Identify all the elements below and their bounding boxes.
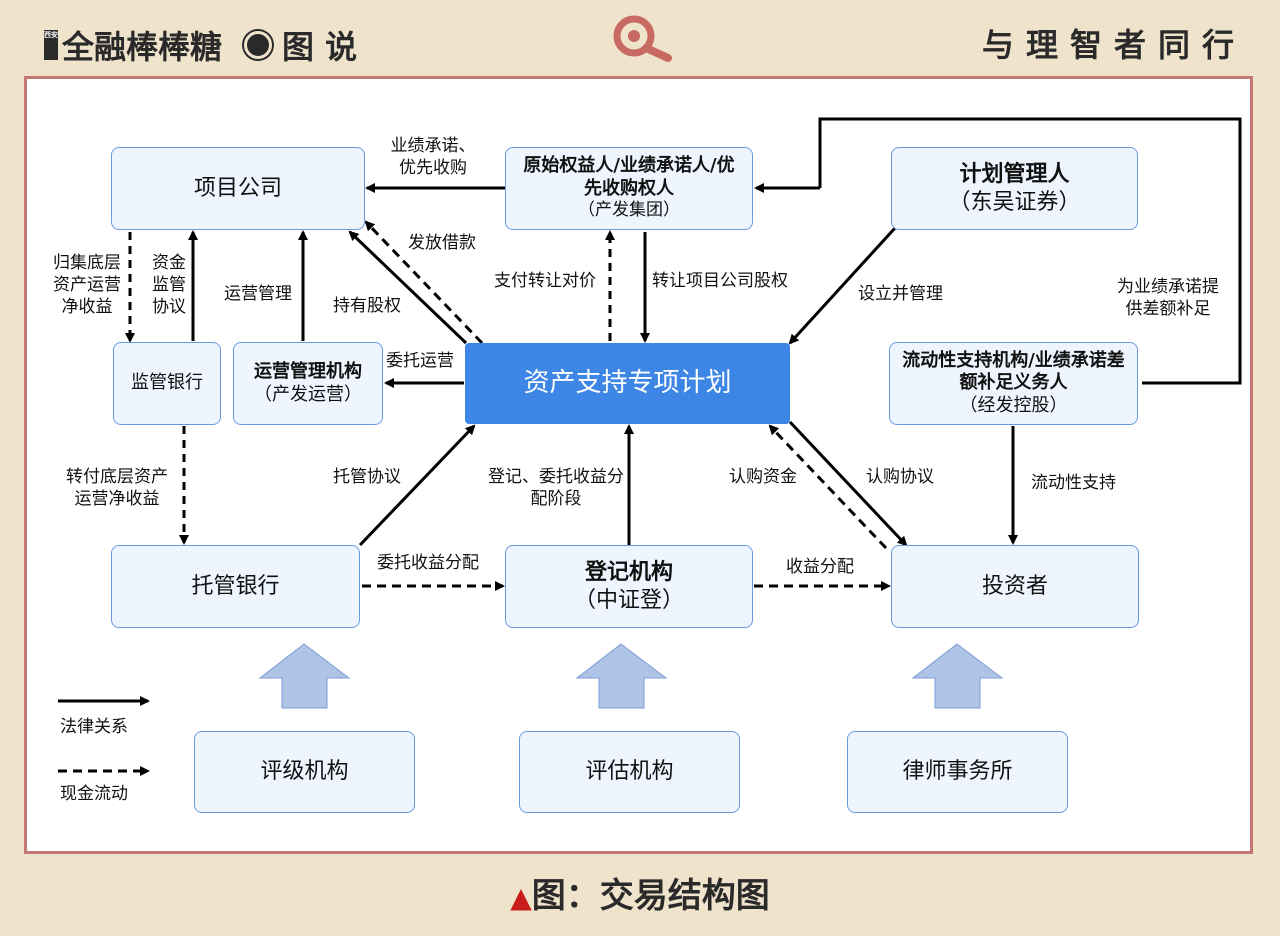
legend-cash-label: 现金流动 xyxy=(60,784,128,804)
support-arrow-valuation xyxy=(575,643,668,709)
caption-text: 图：交易结构图 xyxy=(531,876,770,916)
tagline: 与理智者同行 xyxy=(981,26,1246,64)
label-income-distribution: 收益分配 xyxy=(786,557,854,577)
label-collect-net-income: 归集底层资产运营净收益 xyxy=(53,253,121,318)
brand-mark: 西安 xyxy=(44,30,58,60)
label-subscription-agreement: 认购协议 xyxy=(866,467,934,487)
edge-plan-investors-agreement xyxy=(788,420,908,547)
node-title: 资产支持专项计划 xyxy=(523,368,732,399)
node-custodian-bank: 托管银行 xyxy=(111,545,360,628)
label-entrust-ops: 委托运营 xyxy=(386,351,454,371)
label-transfer-net-income: 转付底层资产运营净收益 xyxy=(66,467,168,510)
edge-plan-project-loan xyxy=(364,220,484,345)
node-subtitle: （东吴证券） xyxy=(948,189,1081,215)
node-title: 原始权益人/业绩承诺人/优先收购权人 xyxy=(523,155,735,199)
section-title: 图 说 xyxy=(282,28,358,66)
node-title: 托管银行 xyxy=(191,573,280,599)
brand-logo: 西安 全融棒棒糖 图 说 xyxy=(44,22,357,68)
node-originator: 原始权益人/业绩承诺人/优先收购权人 （产发集团） xyxy=(505,147,753,230)
edge-manager-plan xyxy=(788,226,897,345)
edge-manager-originator xyxy=(818,117,1242,385)
node-subtitle: （产发运营） xyxy=(254,383,362,405)
support-arrow-rating xyxy=(258,643,351,709)
label-custody-agreement: 托管协议 xyxy=(333,467,401,487)
node-title: 律师事务所 xyxy=(902,759,1013,785)
brand-name: 全融棒棒糖 xyxy=(62,28,223,66)
node-title: 评级机构 xyxy=(260,759,349,785)
label-issue-loan: 发放借款 xyxy=(408,233,476,253)
label-establish-manage: 设立并管理 xyxy=(858,284,943,304)
node-liquidity-support: 流动性支持机构/业绩承诺差额补足义务人 （经发控股） xyxy=(889,342,1138,425)
label-hold-equity: 持有股权 xyxy=(333,296,401,316)
node-supervisory-bank: 监管银行 xyxy=(113,342,221,425)
node-subtitle: （经发控股） xyxy=(959,394,1068,416)
label-registry-entrust: 登记、委托收益分配阶段 xyxy=(488,467,624,510)
legend-legal-label: 法律关系 xyxy=(60,717,128,737)
node-title: 计划管理人 xyxy=(959,162,1070,187)
label-fund-supervision: 资金监管协议 xyxy=(152,253,186,318)
node-rating-agency: 评级机构 xyxy=(194,731,415,813)
node-registry: 登记机构 （中证登） xyxy=(505,545,753,628)
edge-investors-plan-funds xyxy=(768,424,888,550)
label-transfer-equity: 转让项目公司股权 xyxy=(652,271,788,291)
node-title: 监管银行 xyxy=(131,372,203,394)
label-operation-mgmt: 运营管理 xyxy=(224,284,292,304)
node-title: 投资者 xyxy=(981,573,1048,599)
node-law-firm: 律师事务所 xyxy=(847,731,1068,813)
magnifier-icon xyxy=(613,15,672,62)
label-performance-commitment: 业绩承诺、优先收购 xyxy=(390,136,476,179)
edge-plan-project-equity xyxy=(348,230,468,345)
triangle-marker-icon: ▲ xyxy=(510,881,532,914)
label-diff-support: 为业绩承诺提供差额补足 xyxy=(1117,277,1219,320)
node-title: 评估机构 xyxy=(585,759,674,785)
label-subscription-funds: 认购资金 xyxy=(729,467,797,487)
node-title: 流动性支持机构/业绩承诺差额补足义务人 xyxy=(902,349,1125,394)
label-pay-transfer: 支付转让对价 xyxy=(494,271,596,291)
label-entrust-distribution: 委托收益分配 xyxy=(377,553,479,573)
node-investors: 投资者 xyxy=(891,545,1139,628)
node-operator: 运营管理机构 （产发运营） xyxy=(233,342,383,425)
figure-caption: ▲图：交易结构图 xyxy=(0,868,1280,917)
node-project-company: 项目公司 xyxy=(111,147,365,230)
node-valuation-agency: 评估机构 xyxy=(519,731,740,813)
support-arrow-law xyxy=(911,643,1004,709)
node-title: 项目公司 xyxy=(193,175,282,201)
label-liquidity: 流动性支持 xyxy=(1031,473,1116,493)
node-title: 运营管理机构 xyxy=(254,361,362,382)
node-abs-plan: 资产支持专项计划 xyxy=(465,343,790,424)
edge-custodian-plan xyxy=(358,424,476,547)
node-subtitle: （中证登） xyxy=(573,587,684,613)
node-title: 登记机构 xyxy=(584,560,673,585)
node-subtitle: （产发集团） xyxy=(578,200,680,221)
node-plan-manager: 计划管理人 （东吴证券） xyxy=(891,147,1138,230)
record-dot-icon xyxy=(244,31,273,59)
